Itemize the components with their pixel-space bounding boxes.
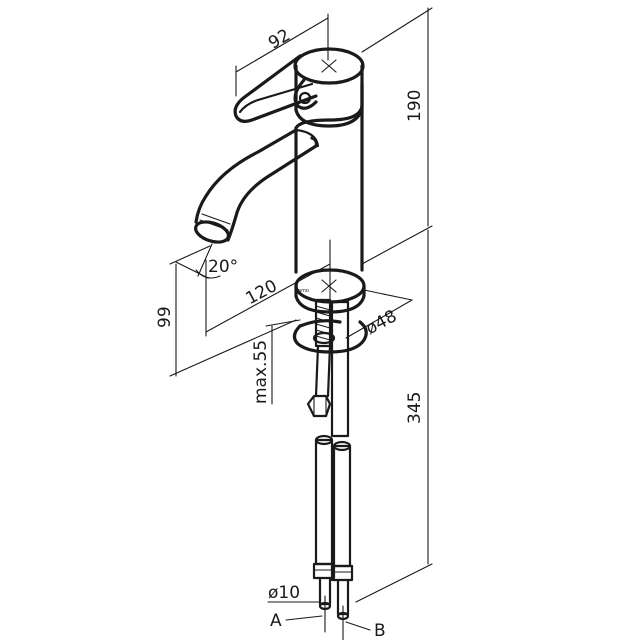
label-hose-b: B <box>374 621 386 640</box>
dimension-lines <box>169 7 433 631</box>
dim-spout-height: 99 <box>155 306 175 328</box>
label-hose-a: A <box>270 611 282 631</box>
dimension-labels: 92 190 20° 120 99 ø48 max.55 345 ø10 A B <box>155 25 425 640</box>
dim-spout-angle: 20° <box>208 257 238 277</box>
faucet-body <box>233 47 365 274</box>
dim-handle-width: 92 <box>265 25 294 53</box>
dim-hose-diameter: ø10 <box>268 583 300 603</box>
dim-spout-reach: 120 <box>243 276 281 309</box>
dim-base-diameter: ø48 <box>363 306 401 339</box>
mounting-assembly <box>292 298 368 418</box>
supply-hoses <box>312 300 354 640</box>
dim-upper-height: 190 <box>405 90 425 122</box>
dim-max-deck: max.55 <box>251 340 271 404</box>
spout <box>193 128 320 244</box>
dim-lower-height: 345 <box>405 392 425 424</box>
logo-mark: amo <box>298 288 309 294</box>
